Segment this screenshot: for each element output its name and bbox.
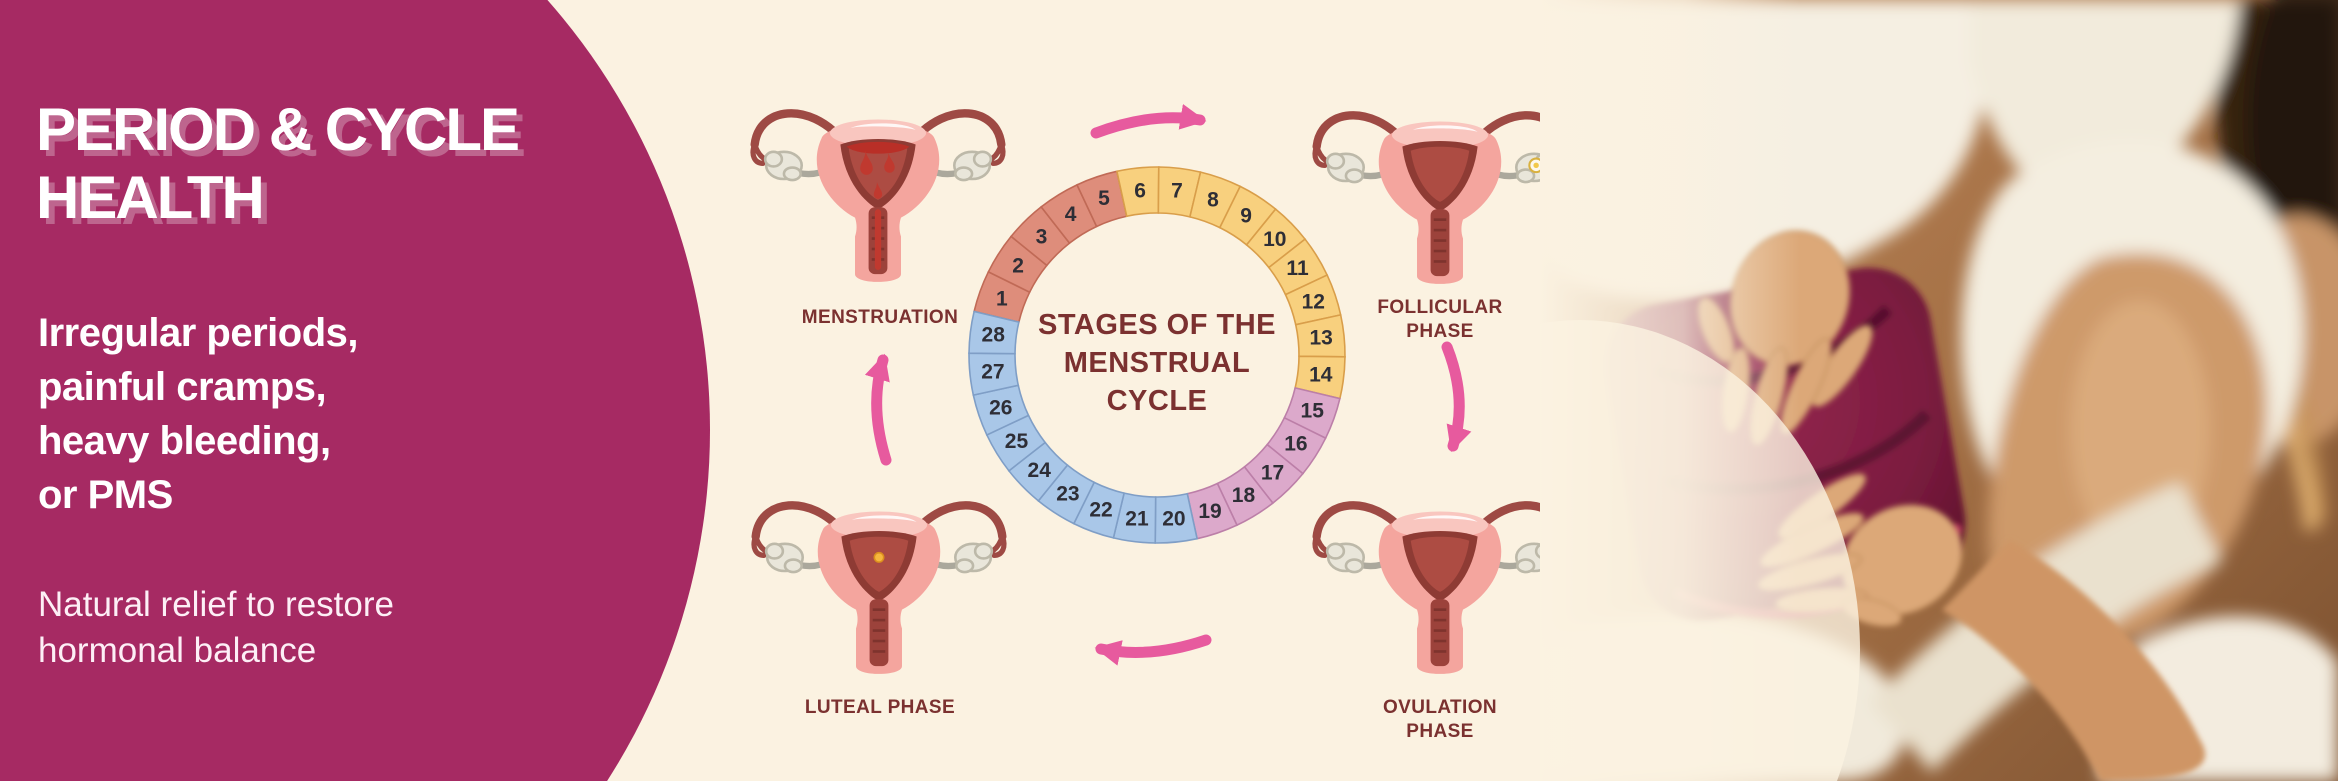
uterus-illustration-maturing-follicle — [1304, 88, 1576, 297]
cycle-day-number: 13 — [1309, 327, 1332, 350]
cycle-day-number: 25 — [1005, 430, 1029, 453]
cycle-day-number: 9 — [1240, 205, 1252, 228]
symptom-line: Irregular periods, — [38, 311, 358, 355]
cycle-day-segment — [968, 310, 1020, 355]
cycle-day-number: 22 — [1089, 499, 1112, 522]
wheel-title: STAGES OF THE MENSTRUAL CYCLE — [1038, 309, 1276, 417]
cycle-day-number: 28 — [982, 323, 1006, 346]
photo-woman-heating-pad — [1540, 0, 2338, 781]
cycle-day-number: 15 — [1301, 399, 1325, 422]
left-text-block: PERIOD & CYCLE HEALTH — [36, 96, 596, 232]
cycle-day-number: 19 — [1198, 500, 1221, 523]
magenta-circle-panel — [0, 0, 710, 781]
phase-label-ovulation: OVULATION PHASE — [1382, 697, 1498, 742]
uterus-illustration-menstrual-bleeding — [742, 86, 1014, 295]
phase-label-menstruation: MENSTRUATION — [801, 307, 959, 328]
phase-arrow-right-icon — [1441, 341, 1472, 453]
cycle-day-number: 26 — [989, 397, 1012, 420]
cycle-day-number: 4 — [1065, 203, 1077, 226]
cycle-day-number: 11 — [1286, 257, 1309, 280]
phase-arrow-bottom-icon — [1094, 634, 1212, 666]
cycle-day-number: 6 — [1134, 179, 1146, 202]
cycle-day-number: 17 — [1261, 461, 1284, 484]
cycle-day-number: 16 — [1284, 433, 1307, 456]
cycle-day-number: 24 — [1028, 459, 1052, 482]
phase-label-follicular: FOLLICULAR PHASE — [1377, 297, 1503, 342]
banner-title: PERIOD & CYCLE HEALTH — [36, 96, 520, 231]
cycle-day-number: 20 — [1162, 508, 1185, 531]
cycle-day-number: 7 — [1171, 180, 1183, 203]
cycle-day-number: 14 — [1309, 364, 1333, 387]
cycle-day-number: 27 — [981, 360, 1004, 383]
symptom-line: painful cramps, — [38, 365, 327, 409]
symptom-list: Irregular periods, painful cramps, heavy… — [38, 306, 358, 522]
cycle-day-number: 12 — [1302, 290, 1325, 313]
uterus-illustration-egg-in-uterus — [743, 478, 1015, 687]
cycle-day-number: 1 — [996, 288, 1008, 311]
phase-label-luteal: LUTEAL PHASE — [804, 697, 956, 718]
phase-arrow-left-icon — [864, 353, 892, 466]
phase-arrow-top-icon — [1090, 103, 1207, 139]
cycle-day-number: 23 — [1056, 482, 1079, 505]
cycle-day-number: 8 — [1207, 188, 1219, 211]
cycle-day-number: 18 — [1232, 484, 1256, 507]
uterus-illustration-egg-release — [1304, 478, 1576, 687]
cycle-day-number: 21 — [1125, 507, 1149, 530]
cycle-day-number: 5 — [1098, 187, 1110, 210]
banner-tagline: Natural relief to restore hormonal balan… — [38, 585, 394, 670]
cycle-day-number: 3 — [1036, 226, 1048, 249]
symptom-line: heavy bleeding, — [38, 419, 331, 463]
symptom-line: or PMS — [38, 473, 173, 517]
cycle-day-number: 10 — [1263, 228, 1286, 251]
cycle-day-number: 2 — [1012, 254, 1024, 277]
